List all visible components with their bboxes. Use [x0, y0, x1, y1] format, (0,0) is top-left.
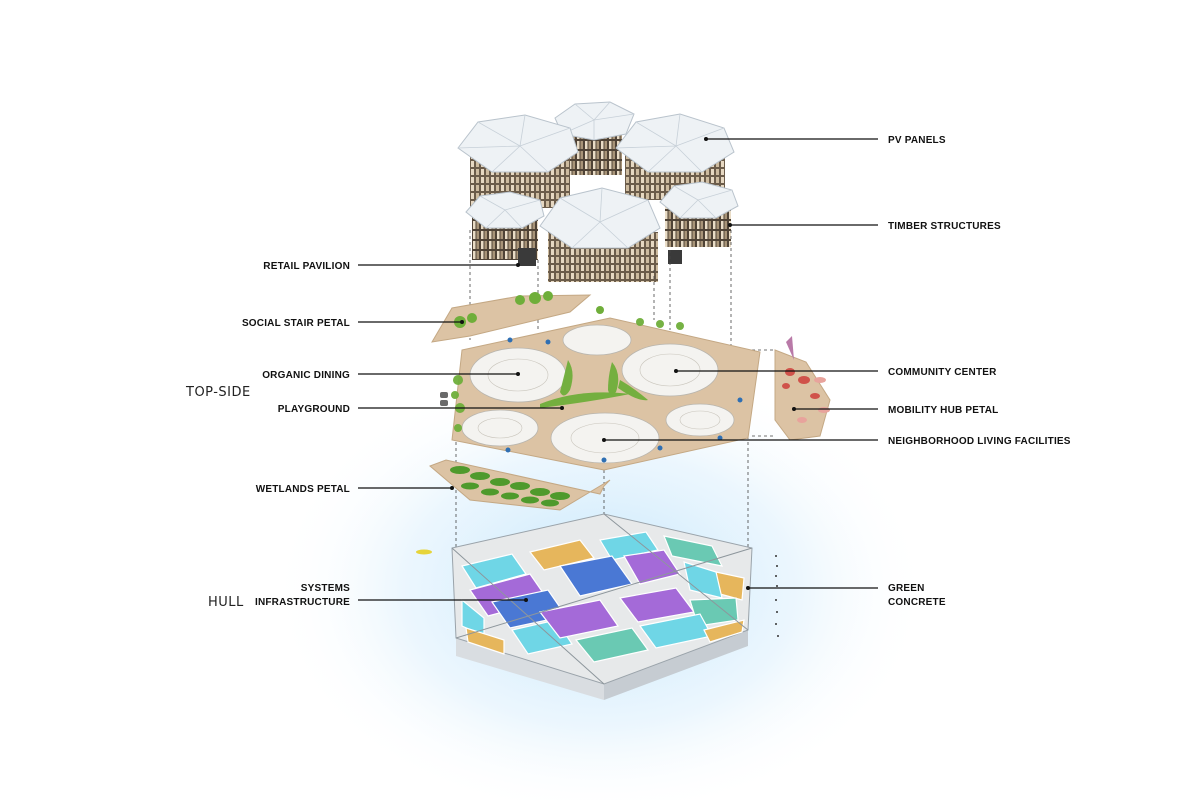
social-stair-petal — [431, 294, 592, 343]
label-retail-pavilion: RETAIL PAVILION — [263, 261, 350, 272]
wetlands-petal — [429, 459, 611, 511]
label-community-center: COMMUNITY CENTER — [888, 367, 997, 378]
label-green-line1: GREEN — [888, 583, 925, 594]
pv-panel-roof — [457, 114, 579, 173]
hull — [416, 513, 779, 700]
hull-compartments — [461, 531, 745, 663]
label-systems-line2: INFRASTRUCTURE — [255, 597, 350, 608]
mobility-hub-petal — [774, 349, 831, 441]
projection-lines — [455, 230, 775, 550]
section-label-hull: HULL — [208, 595, 244, 610]
label-playground: PLAYGROUND — [278, 404, 350, 415]
leader-lines — [358, 138, 878, 601]
label-social-stair-petal: SOCIAL STAIR PETAL — [242, 318, 350, 329]
timber-tower — [539, 187, 661, 282]
label-green-line2: CONCRETE — [888, 597, 946, 608]
submarine-icon — [416, 549, 432, 555]
label-timber-structures: TIMBER STRUCTURES — [888, 221, 1001, 232]
leader-dots — [450, 137, 796, 602]
timber-tower — [465, 191, 545, 266]
neighborhood-living-area — [550, 412, 660, 464]
topside-deck — [431, 291, 831, 471]
label-systems-line1: SYSTEMS — [301, 583, 350, 594]
community-center-area — [621, 343, 719, 397]
timber-structures-group — [457, 101, 739, 282]
label-wetlands-petal: WETLANDS PETAL — [256, 484, 350, 495]
sail-icon — [786, 336, 794, 360]
timber-tower — [659, 181, 739, 264]
label-organic-dining: ORGANIC DINING — [262, 370, 350, 381]
label-pv-panels: PV PANELS — [888, 135, 946, 146]
retail-pavilion-kiosk — [518, 248, 536, 266]
pv-panel-roof — [615, 113, 735, 173]
section-label-topside: TOP-SIDE — [185, 385, 251, 400]
label-neighborhood-living: NEIGHBORHOOD LIVING FACILITIES — [888, 436, 1071, 447]
label-mobility-hub-petal: MOBILITY HUB PETAL — [888, 405, 998, 416]
timber-tower — [615, 113, 735, 200]
